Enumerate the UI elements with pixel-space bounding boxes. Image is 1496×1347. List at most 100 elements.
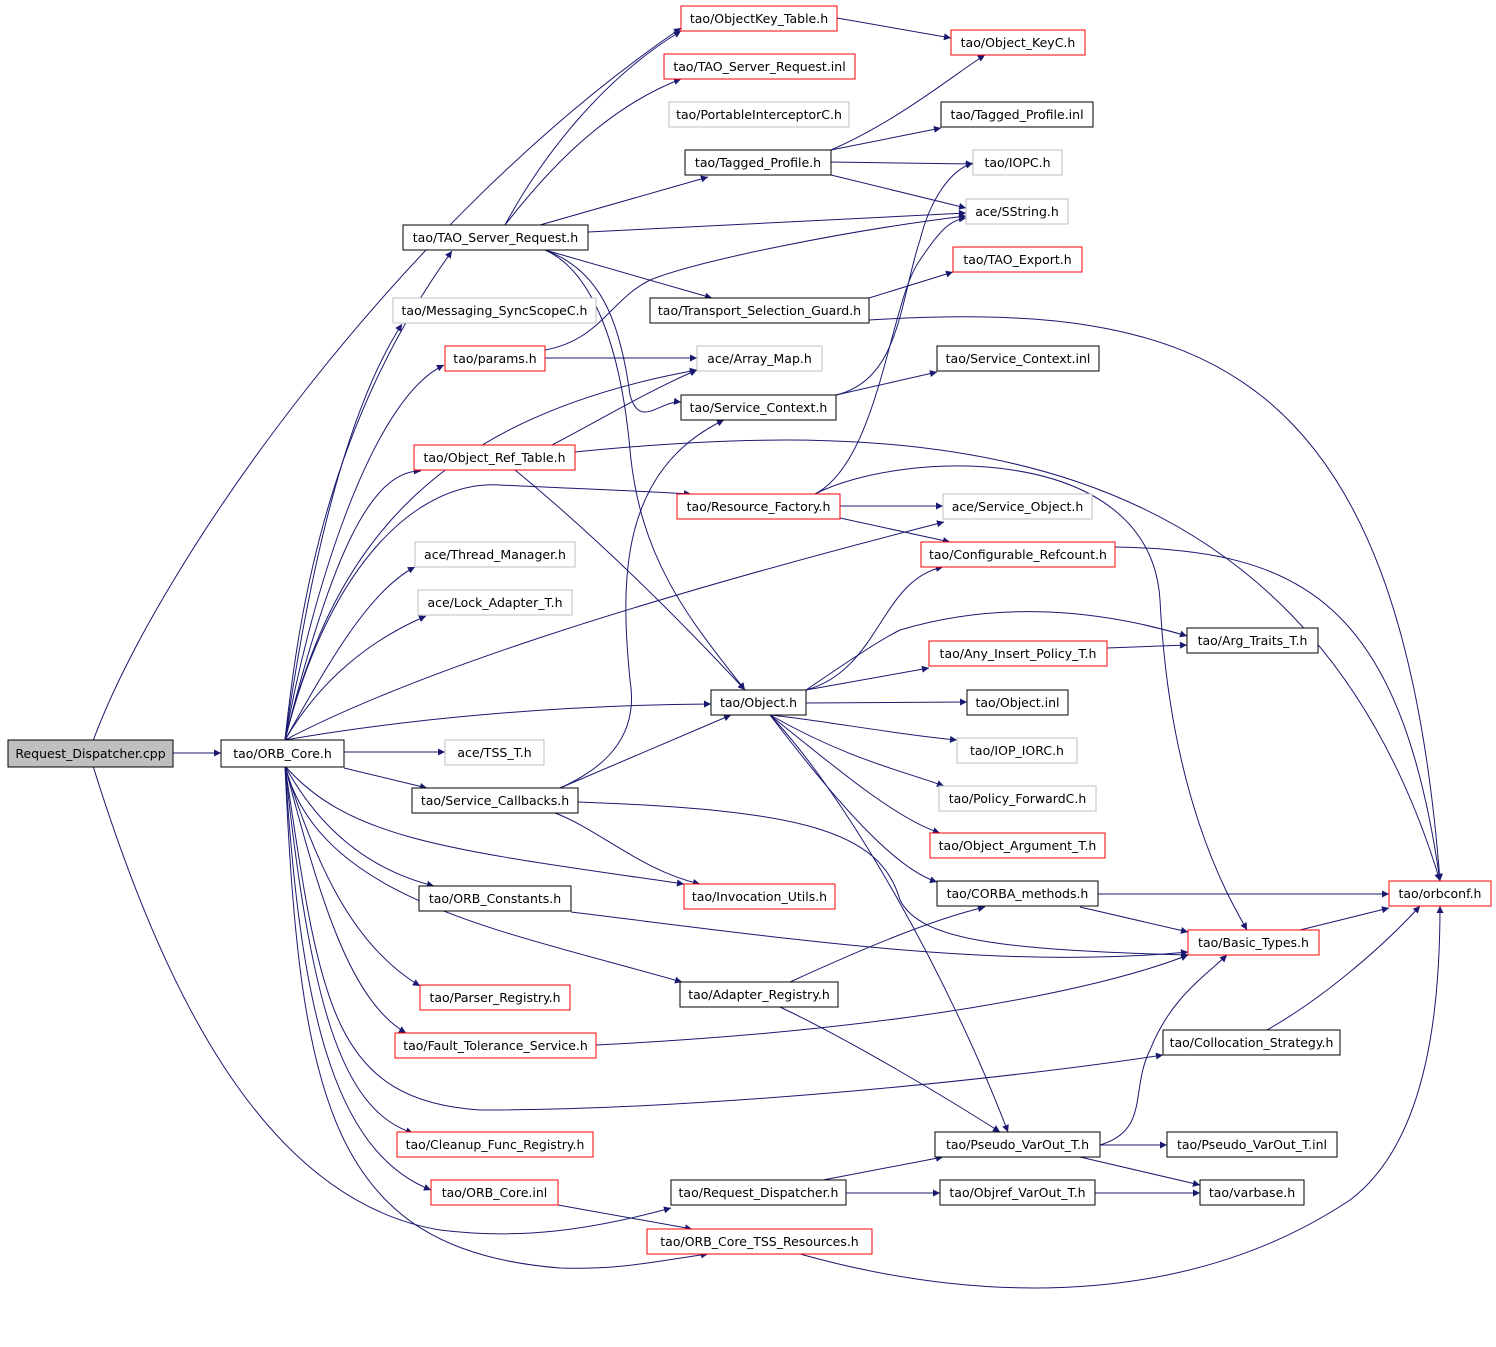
node-tss-resources[interactable]: tao/ORB_Core_TSS_Resources.h: [646, 1228, 873, 1255]
node-arg-traits[interactable]: tao/Arg_Traits_T.h: [1186, 627, 1319, 654]
node-any-insert[interactable]: tao/Any_Insert_Policy_T.h: [928, 640, 1108, 667]
node-pseudo-varout-inl[interactable]: tao/Pseudo_VarOut_T.inl: [1166, 1131, 1338, 1158]
node-box: [965, 198, 1069, 225]
node-thread-mgr[interactable]: ace/Thread_Manager.h: [414, 541, 576, 568]
dependency-edge: [284, 520, 945, 741]
node-tss-t[interactable]: ace/TSS_T.h: [444, 739, 545, 766]
node-object-keyc[interactable]: tao/Object_KeyC.h: [950, 29, 1086, 56]
node-box: [668, 101, 850, 128]
node-iop-iorc[interactable]: tao/IOP_IORC.h: [956, 737, 1078, 764]
dependency-edge: [830, 125, 942, 151]
node-portable-ic[interactable]: tao/PortableInterceptorC.h: [668, 101, 850, 128]
node-lock-adapter[interactable]: ace/Lock_Adapter_T.h: [417, 589, 573, 616]
node-box: [444, 345, 546, 372]
node-colloc[interactable]: tao/Collocation_Strategy.h: [1162, 1029, 1341, 1056]
dependency-edge: [789, 905, 986, 983]
node-pseudo-varout[interactable]: tao/Pseudo_VarOut_T.h: [934, 1131, 1101, 1158]
node-obj-arg[interactable]: tao/Object_Argument_T.h: [929, 832, 1106, 859]
node-tao-export[interactable]: tao/TAO_Export.h: [952, 246, 1083, 273]
dependency-edge: [504, 78, 682, 226]
node-messaging[interactable]: tao/Messaging_SyncScopeC.h: [392, 297, 597, 324]
node-box: [679, 981, 839, 1008]
node-tagged-profile[interactable]: tao/Tagged_Profile.h: [684, 149, 832, 176]
node-resource-factory[interactable]: tao/Resource_Factory.h: [676, 493, 841, 520]
dependency-edge: [284, 765, 1164, 1111]
node-label: tao/Parser_Registry.h: [429, 990, 560, 1005]
node-svc-callbacks[interactable]: tao/Service_Callbacks.h: [411, 787, 579, 814]
node-objref-varout[interactable]: tao/Objref_VarOut_T.h: [939, 1179, 1096, 1206]
node-transport-sel[interactable]: tao/Transport_Selection_Guard.h: [649, 297, 870, 324]
node-box: [966, 689, 1069, 716]
node-tao-srv-req-inl[interactable]: tao/TAO_Server_Request.inl: [663, 53, 856, 80]
node-policy-fwd[interactable]: tao/Policy_ForwardC.h: [938, 785, 1097, 812]
node-cleanup[interactable]: tao/Cleanup_Func_Registry.h: [396, 1131, 594, 1158]
dependency-nodes: Request_Dispatcher.cpp tao/ORB_Core.h tao/…: [7, 5, 1492, 1255]
node-label: tao/Policy_ForwardC.h: [949, 791, 1087, 806]
node-params[interactable]: tao/params.h: [444, 345, 546, 372]
node-corba-methods[interactable]: tao/CORBA_methods.h: [936, 880, 1099, 907]
node-label: tao/Object.inl: [976, 695, 1060, 710]
node-object-inl[interactable]: tao/Object.inl: [966, 689, 1069, 716]
dependency-edge: [570, 911, 1189, 958]
node-tao-srv-req[interactable]: tao/TAO_Server_Request.h: [402, 224, 589, 251]
dependency-edge: [539, 175, 709, 226]
dependency-edge: [1106, 641, 1188, 649]
node-label: tao/Any_Insert_Policy_T.h: [940, 646, 1097, 661]
node-label: tao/ORB_Core_TSS_Resources.h: [660, 1234, 858, 1249]
dependency-edge: [544, 249, 682, 413]
node-config-refcount[interactable]: tao/Configurable_Refcount.h: [920, 541, 1116, 568]
node-box: [392, 297, 597, 324]
node-label: tao/Objref_VarOut_T.h: [949, 1185, 1085, 1200]
node-ft-service[interactable]: tao/Fault_Tolerance_Service.h: [394, 1032, 597, 1059]
node-orb-constants[interactable]: tao/ORB_Constants.h: [418, 885, 572, 912]
node-label: tao/TAO_Export.h: [963, 252, 1071, 267]
dependency-edge: [284, 615, 427, 741]
node-label: tao/Fault_Tolerance_Service.h: [403, 1038, 588, 1053]
node-adapter-reg[interactable]: tao/Adapter_Registry.h: [679, 981, 839, 1008]
node-parser-reg[interactable]: tao/Parser_Registry.h: [419, 984, 571, 1011]
node-svc-ctx[interactable]: tao/Service_Context.h: [680, 394, 837, 421]
node-label: tao/Pseudo_VarOut_T.inl: [1177, 1137, 1327, 1152]
node-object-h[interactable]: tao/Object.h: [710, 689, 807, 716]
node-objkey-table[interactable]: tao/ObjectKey_Table.h: [680, 5, 838, 32]
node-label: tao/IOP_IORC.h: [970, 743, 1064, 758]
node-req-cpp: Request_Dispatcher.cpp: [7, 739, 174, 768]
node-orb-core-inl[interactable]: tao/ORB_Core.inl: [430, 1179, 559, 1206]
node-label: tao/Request_Dispatcher.h: [679, 1185, 839, 1200]
node-box: [417, 589, 573, 616]
node-array-map[interactable]: ace/Array_Map.h: [696, 345, 823, 372]
node-orbconf[interactable]: tao/orbconf.h: [1388, 880, 1492, 907]
dependency-edge: [284, 566, 416, 741]
node-service-object[interactable]: ace/Service_Object.h: [942, 493, 1093, 520]
dependency-edge: [835, 161, 974, 396]
node-req-disp-h[interactable]: tao/Request_Dispatcher.h: [670, 1179, 847, 1206]
dependency-edge: [587, 209, 967, 233]
node-label: tao/Collocation_Strategy.h: [1170, 1035, 1334, 1050]
node-box: [1388, 880, 1492, 907]
node-sstring[interactable]: ace/SString.h: [965, 198, 1069, 225]
node-label: ace/TSS_T.h: [457, 745, 531, 760]
node-orb-core[interactable]: tao/ORB_Core.h: [220, 739, 345, 768]
node-svc-ctx-inl[interactable]: tao/Service_Context.inl: [936, 345, 1100, 372]
dependency-edge: [1266, 905, 1421, 1031]
node-label: ace/Lock_Adapter_T.h: [427, 595, 562, 610]
dependency-edge: [559, 419, 725, 789]
node-iopc[interactable]: tao/IOPC.h: [972, 149, 1063, 176]
node-label: ace/Thread_Manager.h: [424, 547, 566, 562]
node-label: tao/PortableInterceptorC.h: [676, 107, 842, 122]
dependency-edge: [769, 714, 958, 743]
node-box: [929, 832, 1106, 859]
node-label: tao/Transport_Selection_Guard.h: [658, 303, 861, 318]
node-tagged-profile-inl[interactable]: tao/Tagged_Profile.inl: [940, 101, 1094, 128]
node-label: tao/Object_Ref_Table.h: [423, 450, 565, 465]
node-basic-types[interactable]: tao/Basic_Types.h: [1187, 929, 1320, 956]
node-invocation-utils[interactable]: tao/Invocation_Utils.h: [683, 883, 836, 910]
dependency-edge: [1114, 546, 1443, 882]
dependency-edge: [779, 1006, 1001, 1133]
node-label: tao/Object.h: [720, 695, 797, 710]
node-obj-ref-table[interactable]: tao/Object_Ref_Table.h: [413, 444, 576, 471]
node-varbase[interactable]: tao/varbase.h: [1199, 1179, 1305, 1206]
dependency-edge: [284, 484, 692, 741]
node-label: tao/Object_KeyC.h: [961, 35, 1076, 50]
node-box: [1166, 1131, 1338, 1158]
